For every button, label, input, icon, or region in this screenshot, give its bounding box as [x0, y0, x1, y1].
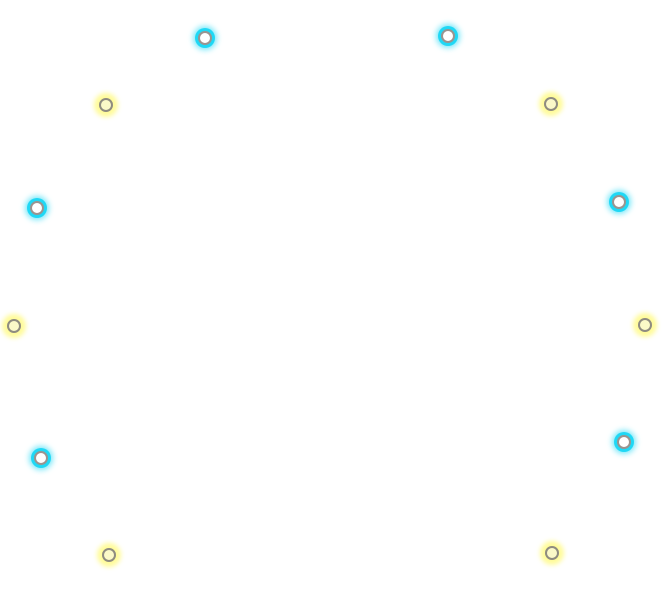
cyan-node[interactable]: [198, 31, 212, 45]
yellow-node[interactable]: [638, 318, 652, 332]
yellow-node[interactable]: [545, 546, 559, 560]
cyan-node[interactable]: [441, 29, 455, 43]
yellow-node[interactable]: [7, 319, 21, 333]
cyan-node[interactable]: [612, 195, 626, 209]
cyan-node[interactable]: [30, 201, 44, 215]
yellow-node[interactable]: [99, 98, 113, 112]
cyan-node[interactable]: [617, 435, 631, 449]
yellow-node[interactable]: [544, 97, 558, 111]
cyan-node[interactable]: [34, 451, 48, 465]
yellow-node[interactable]: [102, 548, 116, 562]
